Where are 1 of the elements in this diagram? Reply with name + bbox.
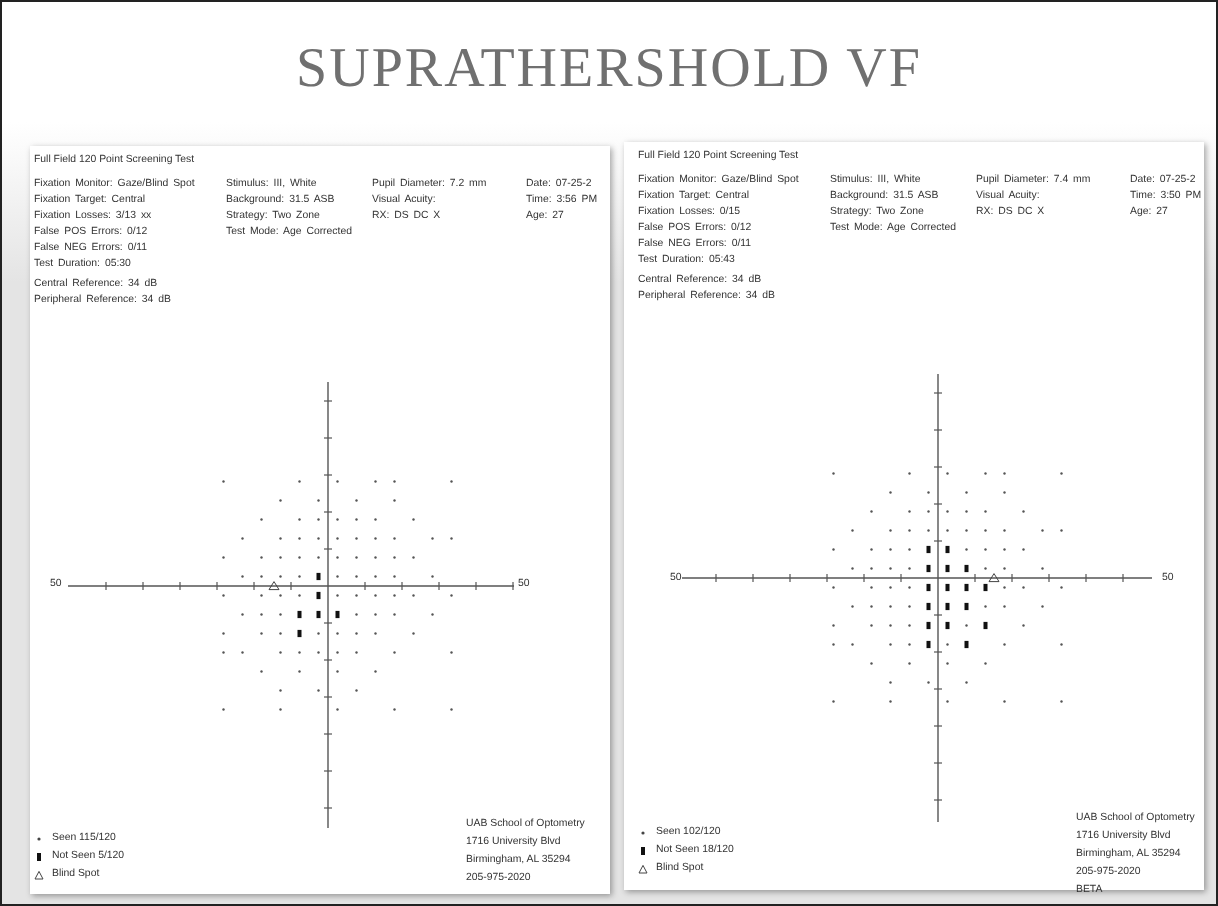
slide-title: SUPRATHERSHOLD VF [294,38,924,102]
